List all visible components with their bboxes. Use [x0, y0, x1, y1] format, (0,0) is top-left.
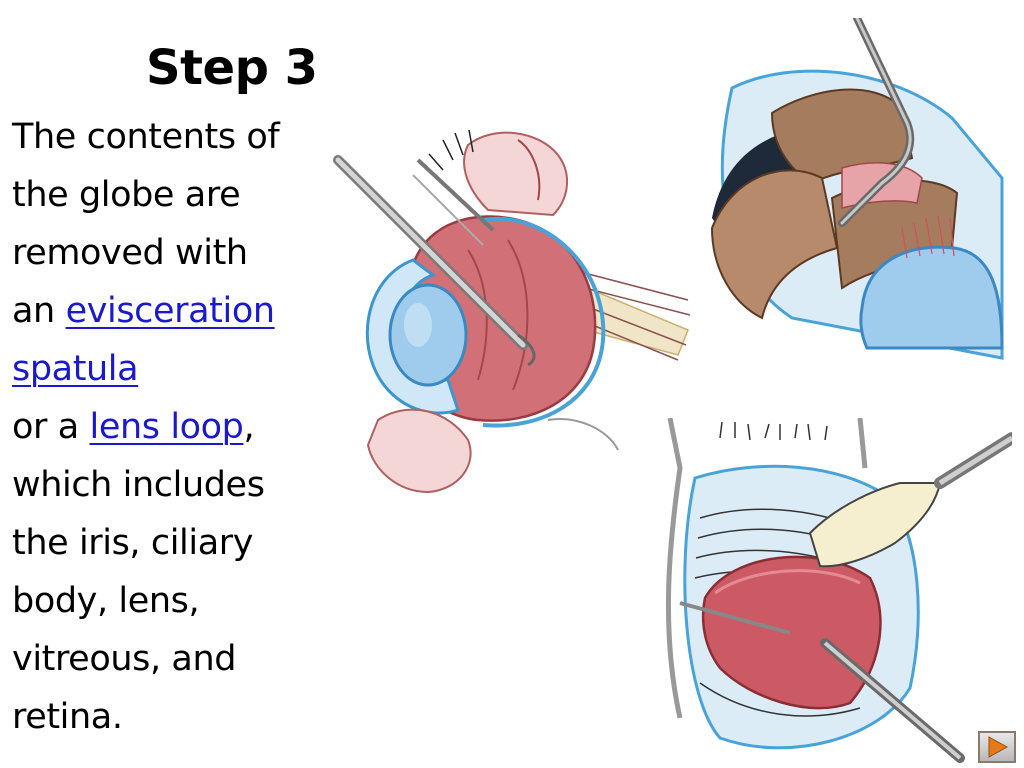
body-line-1: The contents of — [12, 117, 280, 157]
body-line-6: or a lens loop, — [12, 398, 332, 456]
body-line-2: the globe are — [12, 175, 241, 215]
body-line-6-suffix: , — [243, 407, 255, 447]
body-line-5: spatula — [12, 340, 332, 398]
body-line-4: an evisceration — [12, 282, 332, 340]
play-next-icon — [988, 736, 1009, 758]
body-line-8: the iris, ciliary — [12, 523, 254, 563]
body-line-10: vitreous, and — [12, 639, 237, 679]
eye-spatula-illustration — [333, 129, 691, 494]
body-line-6-prefix: or a — [12, 407, 90, 447]
body-line-9: body, lens, — [12, 581, 200, 621]
next-slide-button[interactable] — [978, 731, 1016, 763]
body-line-7: which includes — [12, 465, 265, 505]
slide-body-text: The contents of the globe are removed wi… — [12, 108, 332, 746]
body-line-3: removed with — [12, 233, 248, 273]
lens-loop-link[interactable]: lens loop — [89, 407, 244, 447]
iris-forceps-illustration — [710, 18, 1004, 360]
slide-title: Step 3 — [146, 40, 318, 96]
evisceration-spatula-link[interactable]: evisceration — [65, 291, 275, 331]
lens-loop-illustration — [665, 418, 1012, 763]
spatula-link[interactable]: spatula — [12, 349, 139, 389]
body-line-11: retina. — [12, 697, 123, 737]
body-line-4-prefix: an — [12, 291, 66, 331]
